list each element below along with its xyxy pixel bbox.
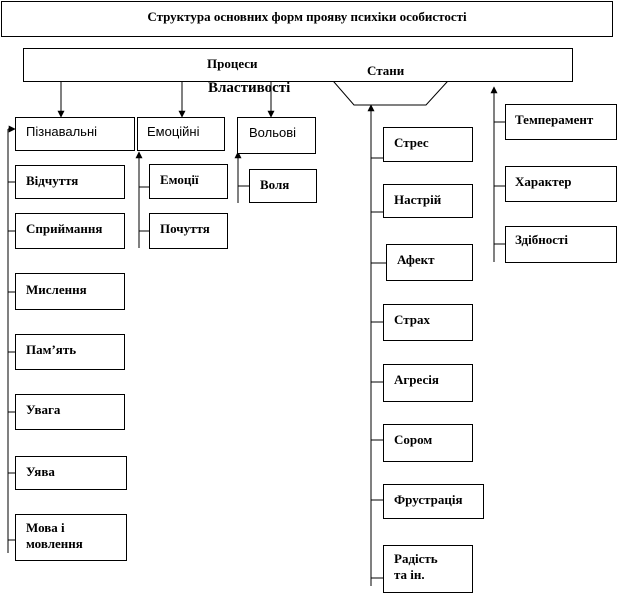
- state-item-label: Агресія: [394, 372, 439, 387]
- property-item-label: Темперамент: [515, 112, 594, 127]
- property-item-label: Здібності: [515, 232, 568, 247]
- cognitive-item-label: Відчуття: [26, 173, 79, 188]
- volitional-item-label: Воля: [260, 177, 290, 192]
- diagram-title: Структура основних форм прояву психіки о…: [147, 9, 467, 24]
- cognitive-item-label: Сприймання: [26, 221, 103, 236]
- cognitive-item: Сприймання: [15, 213, 125, 249]
- cognitive-item: Мова і мовлення: [15, 514, 127, 561]
- state-item-label: Фрустрація: [394, 492, 463, 507]
- processes-label: Процеси: [207, 56, 258, 71]
- volitional-header-label: Вольові: [249, 125, 296, 140]
- state-item: Фрустрація: [383, 484, 484, 519]
- state-item-label: Сором: [394, 432, 433, 447]
- state-item: Сором: [383, 424, 473, 462]
- emotional-header-label: Емоційні: [147, 124, 200, 139]
- emotional-item: Емоції: [149, 164, 228, 199]
- volitional-item: Воля: [249, 169, 317, 203]
- state-item-label: Радість та ін.: [394, 551, 438, 583]
- state-item: Радість та ін.: [383, 545, 473, 593]
- cognitive-header-label: Пізнавальні: [26, 124, 98, 139]
- state-item-label: Настрій: [394, 192, 442, 207]
- states-label: Стани: [367, 63, 405, 78]
- title-box: Структура основних форм прояву психіки о…: [1, 1, 613, 37]
- state-item-label: Страх: [394, 312, 430, 327]
- cognitive-item: Пам’ять: [15, 334, 125, 370]
- processes-bar: Процеси: [23, 48, 573, 82]
- cognitive-item: Уява: [15, 456, 127, 490]
- cognitive-item-label: Уява: [26, 464, 55, 479]
- state-item: Настрій: [383, 184, 473, 218]
- cognitive-header: Пізнавальні: [15, 117, 135, 151]
- cognitive-item: Відчуття: [15, 165, 125, 199]
- cognitive-item-label: Увага: [26, 402, 61, 417]
- properties-label: Властивості: [208, 80, 291, 96]
- cognitive-item-label: Мова і мовлення: [26, 520, 83, 552]
- volitional-header: Вольові: [237, 117, 316, 154]
- cognitive-item-label: Мислення: [26, 282, 87, 297]
- state-item-label: Афект: [397, 252, 435, 267]
- state-item: Агресія: [383, 364, 473, 402]
- property-item: Темперамент: [505, 104, 617, 140]
- cognitive-item-label: Пам’ять: [26, 342, 77, 357]
- state-item-label: Стрес: [394, 135, 429, 150]
- cognitive-item: Мислення: [15, 273, 125, 310]
- emotional-item: Почуття: [149, 213, 228, 249]
- property-item: Здібності: [505, 226, 617, 263]
- state-item: Афект: [386, 244, 473, 281]
- state-item: Страх: [383, 304, 473, 341]
- property-item-label: Характер: [515, 174, 572, 189]
- emotional-item-label: Емоції: [160, 172, 199, 187]
- property-item: Характер: [505, 166, 617, 202]
- emotional-item-label: Почуття: [160, 221, 210, 236]
- emotional-header: Емоційні: [137, 117, 225, 151]
- cognitive-item: Увага: [15, 394, 125, 430]
- state-item: Стрес: [383, 127, 473, 162]
